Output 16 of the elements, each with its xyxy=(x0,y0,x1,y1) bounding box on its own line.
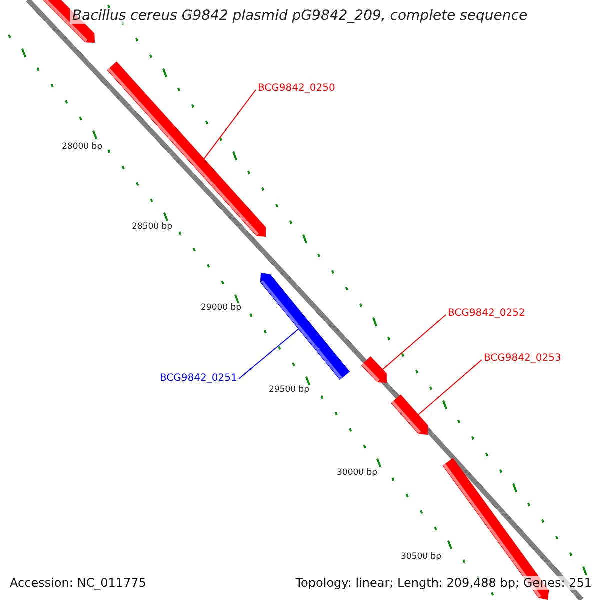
gene-feature xyxy=(391,394,429,435)
gene-label: BCG9842_0252 xyxy=(448,308,526,320)
title: Bacillus cereus G9842 plasmid pG9842_209, complete sequence xyxy=(70,8,530,24)
scale-label: 28500 bp xyxy=(132,222,173,232)
summary-text: Topology: linear; Length: 209,488 bp; Genes: 251 xyxy=(294,576,594,590)
leader-line xyxy=(418,360,482,416)
leader-line xyxy=(382,314,446,370)
gene-feature xyxy=(361,356,387,383)
accession-text: Accession: NC_011775 xyxy=(8,576,148,590)
gene-label: BCG9842_0253 xyxy=(484,353,562,365)
gene-label: BCG9842_0250 xyxy=(258,83,336,95)
gene-label: BCG9842_0251 xyxy=(160,373,238,385)
leader-line xyxy=(204,90,256,160)
leader-line xyxy=(238,328,300,380)
gene-feature xyxy=(260,273,351,381)
scale-label: 30000 bp xyxy=(337,468,378,478)
